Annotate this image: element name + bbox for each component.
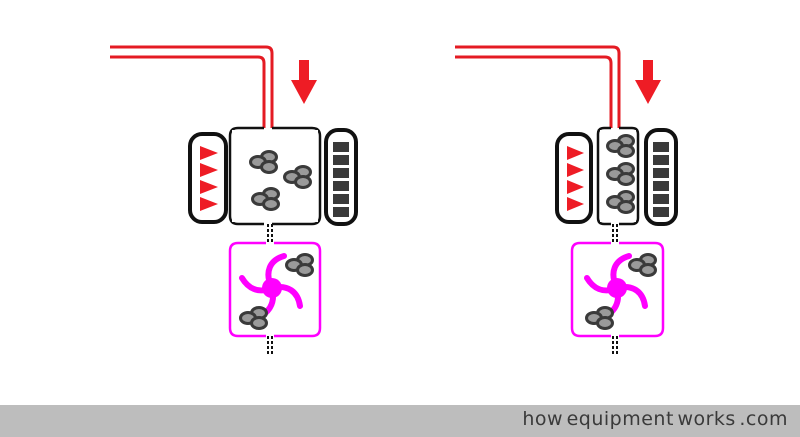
left-unit <box>110 45 358 356</box>
site-credit: how equipment works .com <box>522 408 788 430</box>
pellet-cluster-icon <box>239 306 268 330</box>
right-chamber-pellets <box>606 134 635 214</box>
down-arrow-icon <box>635 60 661 104</box>
right-mixer <box>570 241 665 356</box>
cooling-bars-icon <box>324 128 358 226</box>
right-feed-pipe <box>455 45 621 128</box>
pellet-cluster-icon <box>285 253 314 277</box>
heater-triangles-icon <box>188 132 228 224</box>
pellet-cluster-icon <box>628 253 657 277</box>
right-connector <box>612 224 618 243</box>
cooling-bars-icon <box>644 128 678 226</box>
footer-bar: how equipment works .com <box>0 405 800 437</box>
left-feed-pipe <box>110 45 274 128</box>
down-arrow-icon <box>291 60 317 104</box>
heater-triangles-icon <box>555 132 593 224</box>
left-connector <box>267 224 273 243</box>
process-diagram <box>110 45 678 356</box>
right-unit <box>455 45 678 356</box>
pellet-cluster-icon <box>585 306 614 330</box>
left-mixer <box>228 241 322 356</box>
